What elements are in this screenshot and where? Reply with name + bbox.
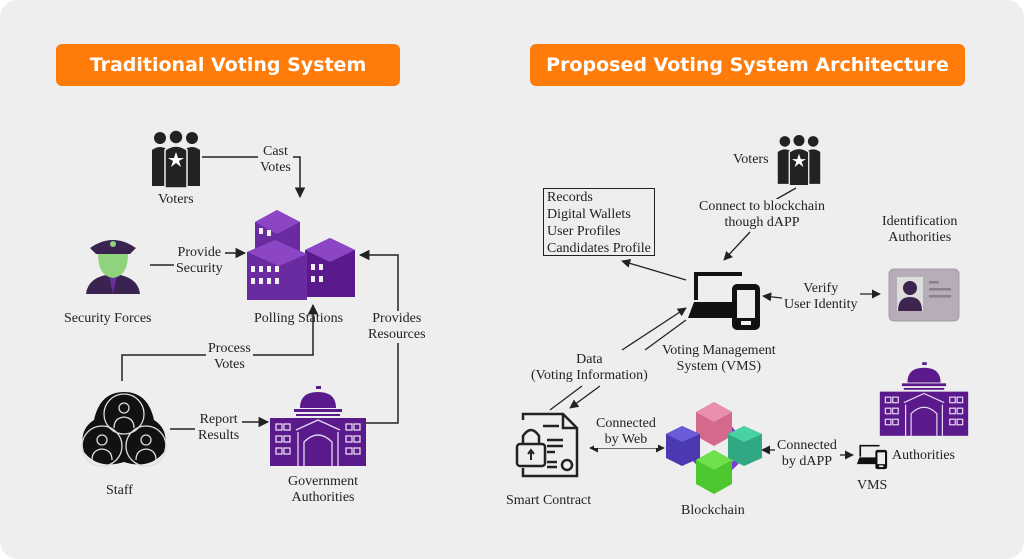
block-teal — [728, 426, 762, 466]
edge-cast-votes — [202, 156, 306, 199]
records-item: Candidates Profile — [547, 241, 651, 256]
records-item: Records — [547, 190, 593, 205]
edge-verify-left — [762, 292, 783, 302]
government-authorities-icon — [270, 386, 366, 466]
records-item: Digital Wallets — [547, 207, 631, 222]
smart-contract-label: Smart Contract — [506, 493, 592, 508]
vms-small-icon — [856, 444, 888, 470]
cast-votes-label: Cast Votes — [258, 144, 293, 176]
connect-dapp-label: Connect to blockchain though dAPP — [697, 199, 827, 231]
connected-web-line-1: Connected — [596, 416, 656, 431]
proposed-title: Proposed Voting System Architecture — [546, 54, 949, 76]
process-votes-line-2: Votes — [213, 357, 245, 372]
polling-stations-label: Polling Stations — [254, 311, 344, 326]
process-votes-label: Process Votes — [206, 341, 253, 373]
edge-report-results — [170, 422, 268, 429]
vms-line-1: Voting Management — [662, 343, 776, 358]
government-line-2: Authorities — [291, 490, 355, 505]
edge-dapp-vms — [723, 231, 751, 261]
connected-dapp-line-1: Connected — [777, 438, 837, 453]
traditional-title: Traditional Voting System — [89, 54, 367, 76]
provides-resources-line-2: Resources — [368, 327, 426, 342]
identification-line-2: Authorities — [888, 230, 952, 245]
voters-icon — [152, 130, 200, 188]
report-results-line-2: Results — [198, 428, 240, 443]
authorities-building-icon — [879, 362, 969, 436]
voters-icon-right — [777, 133, 821, 187]
vms-device-icon — [688, 272, 760, 330]
connect-dapp-line-1: Connect to blockchain — [699, 199, 825, 214]
cast-votes-line-1: Cast — [262, 144, 288, 159]
voters-label: Voters — [158, 192, 194, 207]
security-forces-icon — [86, 240, 140, 294]
vms-label: Voting Management System (VMS) — [662, 343, 776, 375]
blockchain-icon — [666, 402, 762, 494]
verify-identity-label: Verify User Identity — [782, 281, 860, 313]
block-pink — [696, 402, 732, 446]
report-results-line-1: Report — [199, 412, 238, 427]
data-line-2: (Voting Information) — [531, 368, 648, 383]
records-item: User Profiles — [547, 224, 621, 239]
provide-security-line-1: Provide — [177, 245, 222, 260]
verify-line-1: Verify — [803, 281, 839, 296]
vms-line-2: System (VMS) — [676, 359, 762, 374]
staff-label: Staff — [106, 483, 133, 498]
block-green — [696, 450, 732, 494]
provide-security-label: Provide Security — [174, 245, 225, 277]
government-label: Government Authorities — [288, 474, 358, 506]
proposed-title-banner: Proposed Voting System Architecture — [530, 44, 965, 86]
verify-line-2: User Identity — [784, 297, 858, 312]
identification-label: Identification Authorities — [882, 214, 957, 246]
staff-icon — [81, 392, 167, 467]
data-line-1: Data — [576, 352, 603, 367]
polling-stations-icon — [247, 210, 355, 300]
connected-web-label: Connected by Web — [594, 416, 658, 448]
government-line-1: Government — [288, 474, 358, 489]
edge-data-sc1 — [549, 385, 583, 411]
connected-web-line-2: by Web — [604, 432, 648, 447]
authorities-label: Authorities — [892, 448, 955, 463]
smart-contract-icon — [515, 412, 579, 478]
provide-security-line-2: Security — [176, 261, 223, 276]
edge-data-up — [621, 307, 687, 351]
edge-vms-records — [621, 258, 687, 281]
edge-data-down — [644, 319, 687, 351]
connect-dapp-line-2: though dAPP — [724, 215, 800, 230]
provides-resources-line-1: Provides — [372, 311, 422, 326]
records-box: Records Digital Wallets User Profiles Ca… — [543, 188, 655, 256]
data-label: Data (Voting Information) — [529, 352, 650, 384]
connected-dapp-label: Connected by dAPP — [775, 438, 839, 470]
edge-provide-security — [150, 253, 245, 266]
block-blue — [666, 426, 700, 466]
voters-label-right: Voters — [733, 152, 769, 167]
edge-data-sc2 — [569, 385, 601, 409]
process-votes-line-1: Process — [208, 341, 251, 356]
security-forces-label: Security Forces — [64, 311, 152, 326]
edge-voters-dapp — [774, 187, 797, 201]
id-card-icon — [888, 268, 960, 322]
connected-dapp-line-2: by dAPP — [781, 454, 833, 469]
traditional-title-banner: Traditional Voting System — [56, 44, 400, 86]
identification-line-1: Identification — [882, 214, 958, 229]
blockchain-label: Blockchain — [681, 503, 745, 518]
provides-resources-label: Provides Resources — [366, 311, 428, 343]
report-results-label: Report Results — [196, 412, 242, 444]
cast-votes-line-2: Votes — [260, 160, 291, 175]
vms-small-label: VMS — [857, 478, 888, 493]
